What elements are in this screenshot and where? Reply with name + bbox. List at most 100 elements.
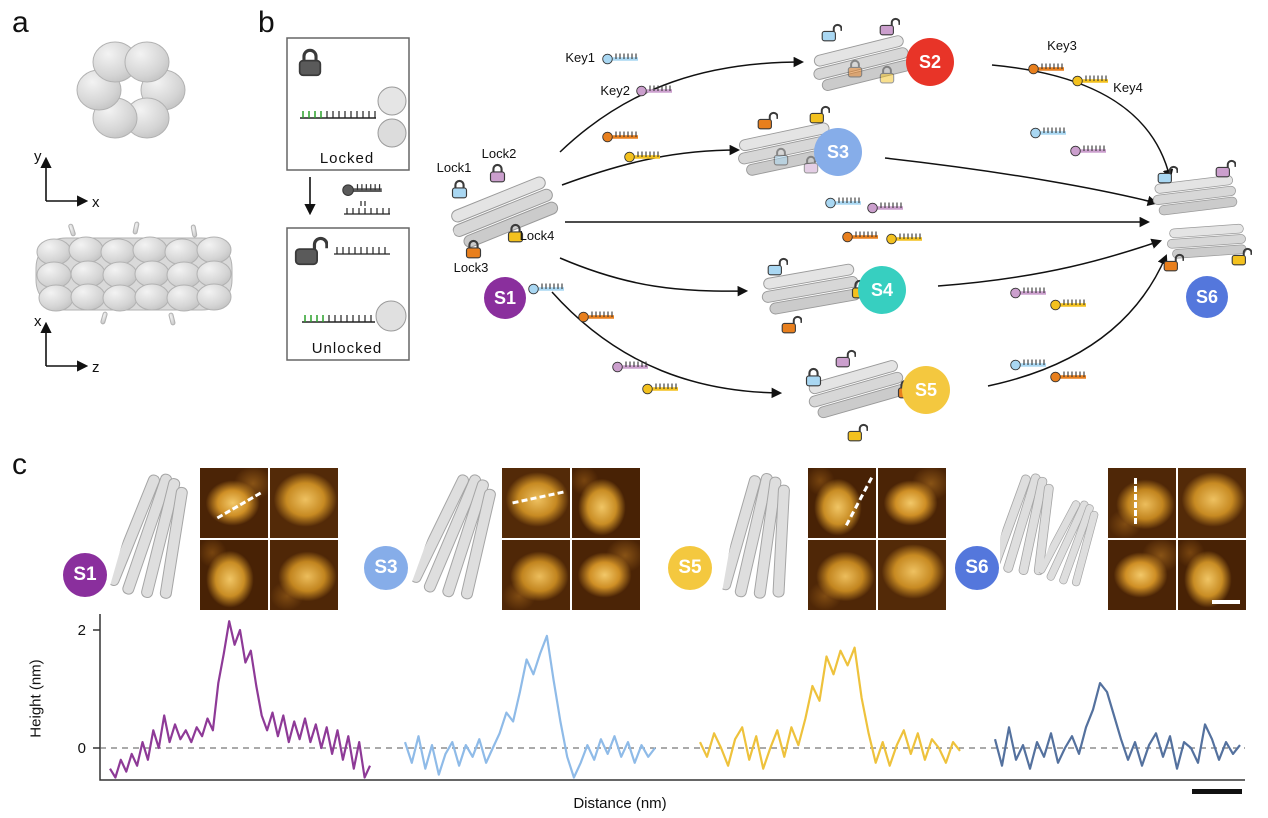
key2-icon: [1010, 285, 1048, 299]
unlocked-schematic: Unlocked: [286, 227, 410, 361]
afm-tile: [572, 468, 640, 538]
key3-icon: [1050, 369, 1088, 383]
key3-icon: [578, 309, 616, 323]
unlocked-label: Unlocked: [312, 340, 383, 357]
state-badge-label: S1: [494, 288, 516, 308]
afm-scale-bar: [1212, 600, 1240, 604]
height-trace-s3: [403, 634, 656, 779]
cross-section-line: [512, 490, 564, 505]
key4-icon: [1050, 297, 1088, 311]
state-badge-s1: S1: [484, 277, 526, 319]
y-tick-2: 2: [78, 622, 87, 639]
key4-icon: [886, 231, 924, 245]
arrow-s1-s2: [559, 56, 805, 153]
lock1-label: Lock1: [437, 160, 472, 175]
panel-b-label: b: [258, 6, 275, 39]
locked-label: Locked: [320, 150, 374, 167]
origami-bundle: [1165, 223, 1248, 260]
dark-key-icon: [342, 182, 384, 197]
equivalence-mark: [360, 201, 366, 206]
state-badge-label: S5: [678, 557, 702, 578]
afm-tile: [1108, 468, 1176, 538]
height-traces: [109, 620, 1241, 779]
cross-section-line: [1134, 478, 1137, 524]
key1-label: Key1: [565, 50, 595, 65]
key3-icon: [602, 129, 640, 143]
afm-image-grid-s6: [1108, 468, 1246, 610]
s1-model-thumbnail: [108, 465, 204, 607]
state-badge-s3: S3: [814, 128, 862, 176]
afm-tile: [502, 468, 570, 538]
key2-icon: [1070, 143, 1108, 157]
state-badge-s3: S3: [364, 546, 408, 590]
side-view-model: [35, 221, 233, 326]
afm-tile: [1178, 468, 1246, 538]
locked-schematic: Locked: [286, 37, 410, 171]
key4-label: Key4: [1113, 80, 1143, 95]
arrow-s1-s5: [551, 291, 783, 399]
s5-structure: [803, 349, 914, 442]
toehold-strand: [302, 111, 322, 118]
lock4-icon: [847, 423, 868, 442]
key1-icon: [825, 195, 863, 209]
side-view-axes: x z: [34, 313, 100, 376]
key3-icon: [1028, 61, 1066, 75]
lock1-icon: [767, 257, 788, 276]
s4-structure: [758, 257, 868, 334]
helix-end: [375, 300, 407, 332]
afm-tile: [200, 540, 268, 610]
state-badge-label: S4: [871, 280, 893, 300]
distance-scale-bar: [1192, 789, 1242, 794]
state-badge-label: S1: [73, 564, 97, 585]
lock1-icon: [821, 23, 842, 42]
lock4-label: Lock4: [520, 228, 555, 243]
afm-tile: [878, 540, 946, 610]
afm-tile: [1178, 540, 1246, 610]
state-badge-label: S3: [827, 142, 849, 162]
afm-tile: [878, 468, 946, 538]
released-strand: [334, 247, 390, 255]
afm-tile: [200, 468, 268, 538]
key2-icon: [612, 359, 650, 373]
afm-tile: [808, 540, 876, 610]
cross-section-model: [76, 41, 186, 139]
reaction-arrows: [551, 56, 1174, 399]
y-tick-0: 0: [78, 740, 87, 757]
state-badge-s5: S5: [668, 546, 712, 590]
afm-image-grid-s3: [502, 468, 640, 610]
key2-icon: [636, 83, 674, 97]
s6-structure: [1150, 159, 1252, 272]
height-profile-chart: 2 0: [78, 614, 1245, 781]
s6-model-thumbnail: [1000, 467, 1110, 592]
arrow-s4-s6: [937, 238, 1162, 287]
arrow-s5-s6: [987, 254, 1168, 387]
lock2-icon: [1215, 159, 1236, 178]
height-trace-s1: [109, 620, 372, 779]
s2-structure: [809, 17, 913, 94]
key2-label: Key2: [600, 83, 630, 98]
height-trace-s5: [699, 646, 961, 770]
panel-a-label: a: [12, 6, 29, 39]
state-badge-label: S5: [915, 380, 937, 400]
key4-icon: [642, 381, 680, 395]
lock3-label: Lock3: [454, 260, 489, 275]
state-badge-s2: S2: [906, 38, 954, 86]
afm-image-grid-s5: [808, 468, 946, 610]
afm-tile: [502, 540, 570, 610]
state-badge-s1: S1: [63, 553, 107, 597]
chart-axes: [99, 614, 1245, 781]
cross-section-line: [216, 491, 262, 520]
key-strand: [344, 208, 390, 215]
y-tick-marks: [93, 629, 100, 749]
key1-icon: [1030, 125, 1068, 139]
key4-icon: [1072, 73, 1110, 87]
afm-tile: [1108, 540, 1176, 610]
y-axis-label: Height (nm): [27, 659, 45, 738]
state-badge-s6: S6: [1186, 276, 1228, 318]
lock2-icon: [489, 163, 506, 183]
lock1-icon: [451, 179, 468, 199]
afm-tile: [808, 468, 876, 538]
origami-bundle: [809, 33, 913, 94]
afm-tile: [572, 540, 640, 610]
